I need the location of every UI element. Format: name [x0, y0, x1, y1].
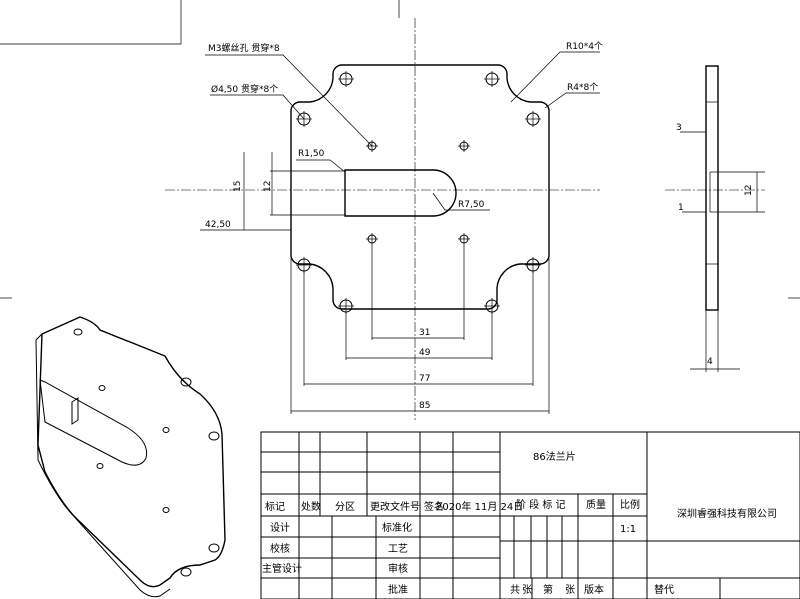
m3-hole-note: M3螺丝孔 贯穿*8: [208, 42, 280, 54]
header-signature: 签名: [424, 500, 444, 513]
plate-outline: [290, 64, 550, 310]
bottom-total: 共: [510, 584, 520, 596]
r4-note: R4*8个: [567, 82, 598, 93]
note-r750: R7,50: [432, 192, 490, 211]
header-stage-mark: 阶 段 标 记: [516, 498, 566, 511]
header-mark: 标记: [265, 501, 285, 513]
header-date: 2020年 11月 24日: [436, 500, 523, 513]
role-approve: 批准: [388, 583, 408, 596]
header-zone: 分区: [335, 501, 355, 513]
dim-side-12: 12: [744, 185, 754, 196]
dim-side-4: 4: [707, 357, 713, 367]
m3-hole: [458, 140, 470, 152]
role-check: 校核: [270, 542, 290, 555]
dim-15: 15: [233, 181, 243, 192]
dim-12-left: 12: [263, 181, 273, 192]
corner-hole: [484, 71, 500, 87]
corner-hole: [296, 257, 312, 273]
note-r10: R10*4个: [510, 41, 603, 103]
m3-hole: [366, 233, 378, 245]
bottom-number: 第: [543, 583, 553, 596]
dim-49: 49: [419, 348, 431, 358]
header-scale: 比例: [620, 498, 640, 511]
front-view: M3螺丝孔 贯穿*8 Ø4,50 贯穿*8个 R10*4个 R4*8个 R1,5…: [165, 18, 603, 420]
dia-hole-note: Ø4,50 贯穿*8个: [211, 83, 278, 95]
note-m3: M3螺丝孔 贯穿*8: [205, 42, 373, 147]
dim-42-50: 42,50: [205, 220, 231, 230]
header-change-doc: 更改文件号: [370, 500, 420, 513]
drawing-frame: [0, 0, 800, 299]
note-dia: Ø4,50 贯穿*8个: [210, 83, 305, 120]
dim-31: 31: [419, 328, 430, 338]
corner-hole: [338, 298, 354, 314]
center-slot: [344, 169, 457, 217]
dim-side-3: 3: [676, 123, 682, 133]
iso-slot: [39, 379, 148, 466]
header-weight: 质量: [586, 499, 606, 511]
bottom-version: 版本: [584, 583, 604, 596]
bottom-replace: 替代: [654, 583, 674, 596]
note-r150: R1,50: [296, 149, 346, 173]
r150-note: R1,50: [298, 149, 325, 159]
part-name: 86法兰片: [533, 450, 576, 463]
company-name: 深圳睿强科技有限公司: [677, 507, 777, 520]
iso-top-face: [37, 316, 226, 588]
dim-side-1: 1: [678, 203, 684, 213]
isometric-view: [35, 316, 226, 598]
corner-hole: [525, 257, 541, 273]
note-r4: R4*8个: [544, 82, 600, 109]
dim-horizontal-bottom: 31 49 77 85: [290, 245, 550, 414]
corner-hole: [338, 71, 354, 87]
m3-hole: [458, 233, 470, 245]
role-chief: 主管设计: [262, 562, 302, 575]
role-design: 设计: [270, 521, 290, 534]
role-review: 审核: [388, 562, 408, 575]
dim-77: 77: [419, 374, 430, 384]
bottom-sheets: 张: [522, 584, 532, 596]
role-standard: 标准化: [382, 521, 412, 534]
scale-value: 1:1: [620, 524, 636, 535]
header-count: 处数: [301, 500, 321, 513]
r750-note: R7,50: [458, 200, 485, 210]
r10-note: R10*4个: [566, 41, 603, 52]
dim-vertical-left: 15 12 42,50: [200, 152, 291, 231]
role-process: 工艺: [388, 543, 408, 555]
corner-hole: [525, 111, 541, 127]
dim-85: 85: [419, 401, 430, 411]
side-view: 3 1 12 4: [665, 65, 765, 372]
bottom-sheet: 张: [565, 584, 575, 596]
title-block: 标记 处数 分区 更改文件号 签名 2020年 11月 24日 阶 段 标 记 …: [260, 431, 800, 599]
